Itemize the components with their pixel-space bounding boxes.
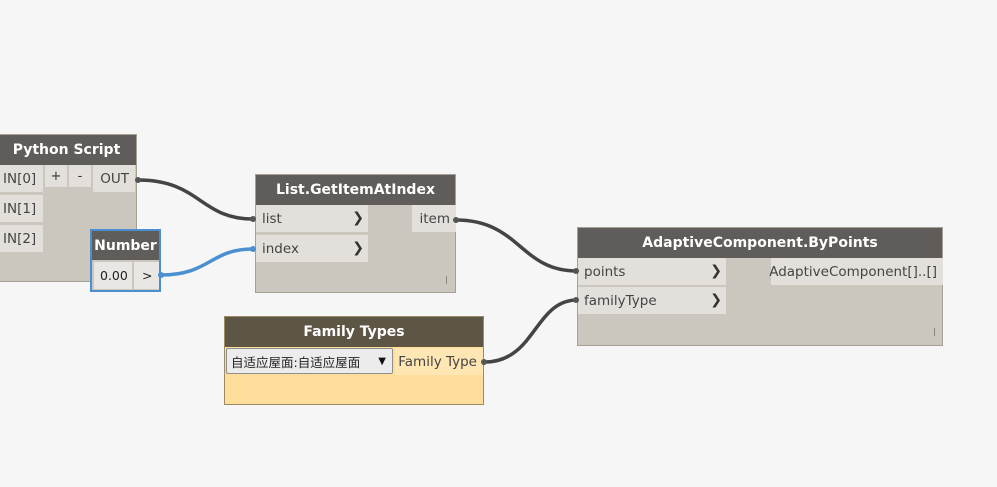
node-title: Python Script <box>0 135 136 165</box>
python-script-node[interactable]: Python Script IN[0] IN[1] IN[2] + - OUT <box>0 134 137 282</box>
get-item-at-index-node[interactable]: List.GetItemAtIndex list ❯ index ❯ item <box>255 174 456 293</box>
output-dot <box>453 217 459 223</box>
input-port-in0[interactable]: IN[0] <box>0 165 43 192</box>
node-title: AdaptiveComponent.ByPoints <box>578 228 942 258</box>
node-title: Number <box>92 231 159 260</box>
lacing-indicator <box>446 276 447 284</box>
number-output-port[interactable]: > <box>134 262 159 289</box>
family-type-dropdown[interactable]: 自适应屋面:自适应屋面 ▼ <box>226 348 393 374</box>
wire-number-to-index[interactable] <box>159 247 255 277</box>
family-types-node[interactable]: Family Types 自适应屋面:自适应屋面 ▼ Family Type <box>224 316 484 405</box>
output-dot <box>135 177 141 183</box>
wire-familytype-to-familytype[interactable] <box>483 298 579 364</box>
dropdown-value: 自适应屋面:自适应屋面 <box>231 354 361 370</box>
input-port-index[interactable]: index ❯ <box>256 235 368 262</box>
chevron-right-icon: ❯ <box>352 210 364 226</box>
chevron-right-icon: ❯ <box>710 292 722 308</box>
number-value-field[interactable]: 0.00 <box>94 262 132 289</box>
output-port-out[interactable]: OUT <box>93 165 135 192</box>
lacing-indicator <box>934 328 935 336</box>
remove-input-button[interactable]: - <box>69 165 91 187</box>
adaptive-component-by-points-node[interactable]: AdaptiveComponent.ByPoints points ❯ fami… <box>577 227 943 346</box>
number-node[interactable]: Number 0.00 > <box>90 229 161 292</box>
port-label: list <box>262 210 282 227</box>
caret-down-icon: ▼ <box>378 356 386 367</box>
add-input-button[interactable]: + <box>45 165 67 187</box>
input-port-familytype[interactable]: familyType ❯ <box>578 287 726 314</box>
port-label: familyType <box>584 292 657 309</box>
port-label: index <box>262 240 299 257</box>
input-port-in1[interactable]: IN[1] <box>0 195 43 222</box>
node-title: List.GetItemAtIndex <box>256 175 455 205</box>
output-port-family-type[interactable]: Family Type <box>395 348 483 375</box>
input-dot <box>573 268 579 274</box>
input-dot <box>250 216 256 222</box>
wire-item-to-points[interactable] <box>454 218 579 273</box>
output-port-item[interactable]: item <box>412 205 456 232</box>
input-port-points[interactable]: points ❯ <box>578 258 726 285</box>
input-port-list[interactable]: list ❯ <box>256 205 368 232</box>
input-port-in2[interactable]: IN[2] <box>0 225 43 252</box>
input-dot <box>573 297 579 303</box>
output-dot <box>158 272 164 278</box>
node-title: Family Types <box>225 317 483 347</box>
chevron-right-icon: ❯ <box>352 240 364 256</box>
chevron-right-icon: ❯ <box>710 263 722 279</box>
output-dot <box>481 359 487 365</box>
input-dot <box>250 246 256 252</box>
output-port-adaptive-component[interactable]: AdaptiveComponent[]..[] <box>769 258 943 285</box>
wire-out-to-list[interactable] <box>136 178 255 221</box>
port-label: points <box>584 263 626 280</box>
